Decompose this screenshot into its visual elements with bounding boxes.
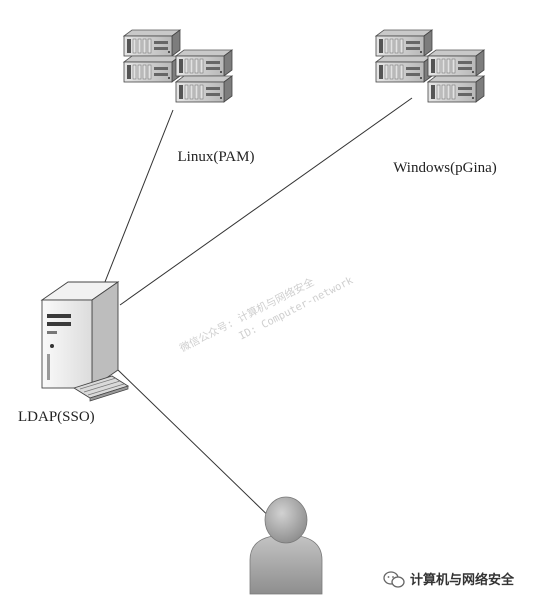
user-icon [249,496,323,595]
watermark: 微信公众号: 计算机与网络安全 ID: Computer-network [177,274,355,354]
wechat-icon [383,571,405,588]
ldap-label: LDAP(SSO) [18,409,95,425]
link-windows-ldap [119,97,413,306]
windows-label: Windows(pGina) [393,160,497,176]
windows-server-icon [376,30,484,102]
linux-server-icon [124,30,232,102]
brand-label: 计算机与网络安全 [410,572,515,588]
ldap-server-icon [40,281,130,402]
linux-label: Linux(PAM) [178,149,255,165]
brand-badge: 计算机与网络安全 [383,571,515,588]
link-ldap-user [117,369,284,531]
